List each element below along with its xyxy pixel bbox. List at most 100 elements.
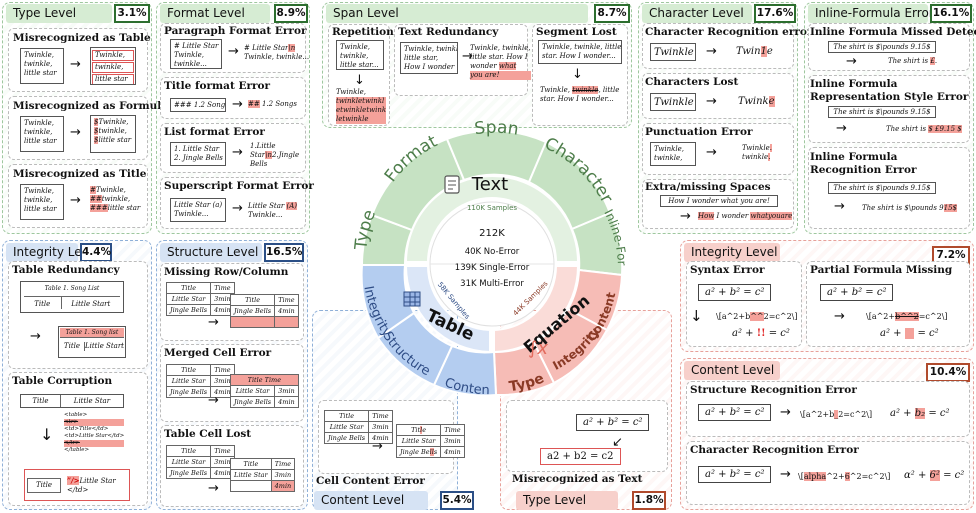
card-syntax [686,261,802,347]
src-partial-missing: a² + b² = c² [820,284,894,301]
center-no-error: 40K No-Error [465,247,520,257]
type-eq-level-pct: 1.8% [632,491,666,510]
inline-level-pct: 16.1% [930,4,972,23]
title-merged-cell: Merged Cell Error [164,347,272,359]
src-syntax: a² + b² = c² [698,284,772,301]
label-format: Format [381,131,441,186]
src-spaces: How I wonder what you are! [660,195,778,207]
content-level-pct: 5.4% [440,491,474,510]
src-text-redund: Twinkle, twinkle,little star,How I wonde… [400,42,458,74]
src-mis-title: Twinkle,twinkle,little star [20,184,64,220]
out-seg-lost: Twinkle, twinkle, little star. How I won… [540,86,620,103]
out-struct-latex: \[a^2+b_2=c^2\] [800,410,873,419]
content-level-label: Content Level [314,491,428,510]
src-punct: Twinkle,twinkle, [650,142,696,166]
out-chars-lost: Twinke [738,96,775,107]
title-seg-lost: Segment Lost [536,26,617,38]
src-inline-rec: The shirt is $\pounds 9.15$ [828,182,936,194]
arrow-icon: → [232,201,243,216]
arrow-icon: → [780,405,791,420]
title-mis-table: Misrecognized as Table [13,32,151,44]
out-inline-repr: The shirt is $ £9.15 $ [886,125,962,133]
title-struct-rec: Structure Recognition Error [690,384,857,396]
arrow-icon: → [836,121,847,136]
src-struct-rec: a² + b² = c² [698,404,772,421]
arrow-icon: ↙ [612,435,623,450]
arrow-icon: → [706,94,717,109]
label-type: Type [351,207,380,252]
title-chars-lost: Characters Lost [645,76,739,88]
character-level-label: Character Level [642,4,752,23]
out-syntax-render: a² + !! = c² [732,328,790,339]
span-level-label: Span Level [326,4,588,23]
center-total: 212K [479,228,505,239]
arrow-icon: → [680,209,691,224]
title-sup-fmt: Superscript Format Error [164,180,314,192]
title-mis-text: Misrecognized as Text [512,473,643,485]
title-spaces: Extra/missing Spaces [645,181,771,193]
out-charrec-latex: \[alpha^2+6^2=c^2\] [798,472,891,481]
label-text: Text [471,174,508,195]
title-syntax: Syntax Error [690,264,765,276]
out-inline-missed: The shirt is £. [888,57,938,65]
content-eq-level-pct: 10.4% [926,363,970,382]
sector-format [370,137,466,232]
format-level-pct: 8.9% [274,4,308,23]
table-icon [403,291,421,307]
arrow-icon: → [372,439,383,454]
text-samples: 110K Samples [467,204,517,212]
title-inline-rec: Inline Formula Recognition Error [810,151,917,176]
title-mis-formula: Misrecognized as Formula [13,100,169,112]
src-inline-missed: The shirt is $\pounds 9.15$ [828,41,936,53]
arrow-icon: → [70,125,81,140]
src-char-rec-eq: a² + b² = c² [698,466,772,483]
title-tbl-redund: Table Redundancy [12,264,120,276]
span-level-pct: 8.7% [594,4,630,23]
src-mis-formula: Twinkle,twinkle,little star [20,116,64,152]
sector-inline [570,211,624,277]
title-para-fmt: Paragraph Format Error [164,25,307,37]
sector-character [527,140,612,231]
arrow-icon: → [208,481,219,496]
title-mis-title: Misrecognized as Title [13,168,147,180]
src-sup-fmt: Little Star (a)Twinkle... [170,198,226,222]
title-partial-missing: Partial Formula Missing [810,264,953,276]
title-list-fmt: List format Error [164,126,265,138]
integrity-eq-level-label: Integrity Level [684,243,780,262]
src-tbl-corrupt: Title Little Star [20,394,124,408]
out-partial-render: a² + = c² [880,328,939,339]
arrow-icon: → [70,57,81,72]
out-partial-latex: \[a^2+b^^2=c^2\] [866,312,948,321]
character-level-pct: 17.6% [754,4,796,23]
arrow-down-icon: ↓ [572,67,583,82]
out-charrec-render: α² + 6² = c² [904,470,965,481]
arrow-icon: → [706,145,717,160]
out-para-fmt: # Little Star\n Twinkle, twinkle... [244,44,310,61]
arrow-icon: → [208,393,219,408]
mid-text [404,175,580,263]
title-text-redund: Text Redundancy [398,26,499,38]
arrow-icon: → [462,49,473,64]
arrow-icon: → [228,44,239,59]
out-repetition: Twinkle, twinkletwinkl etwinkletwink let… [336,88,387,124]
arrow-icon: → [70,193,81,208]
src-mis-table: Twinkle,twinkle,little star [20,48,64,84]
title-inline-repr: Inline Formula Representation Style Erro… [810,78,969,103]
arrow-icon: → [834,309,845,324]
title-cell-content: Cell Content Error [316,475,425,487]
structure-level-label: Structure Level [160,243,262,262]
src-char-rec: Twinkle [650,43,696,61]
title-repetition: Repetition [332,26,394,38]
arrow-down-icon: ↓ [354,73,365,88]
sector-span [445,129,548,184]
out-struct-render: a² + b₂ = c² [890,408,950,419]
label-character: Character [541,134,616,207]
card-partial-missing [806,261,970,347]
